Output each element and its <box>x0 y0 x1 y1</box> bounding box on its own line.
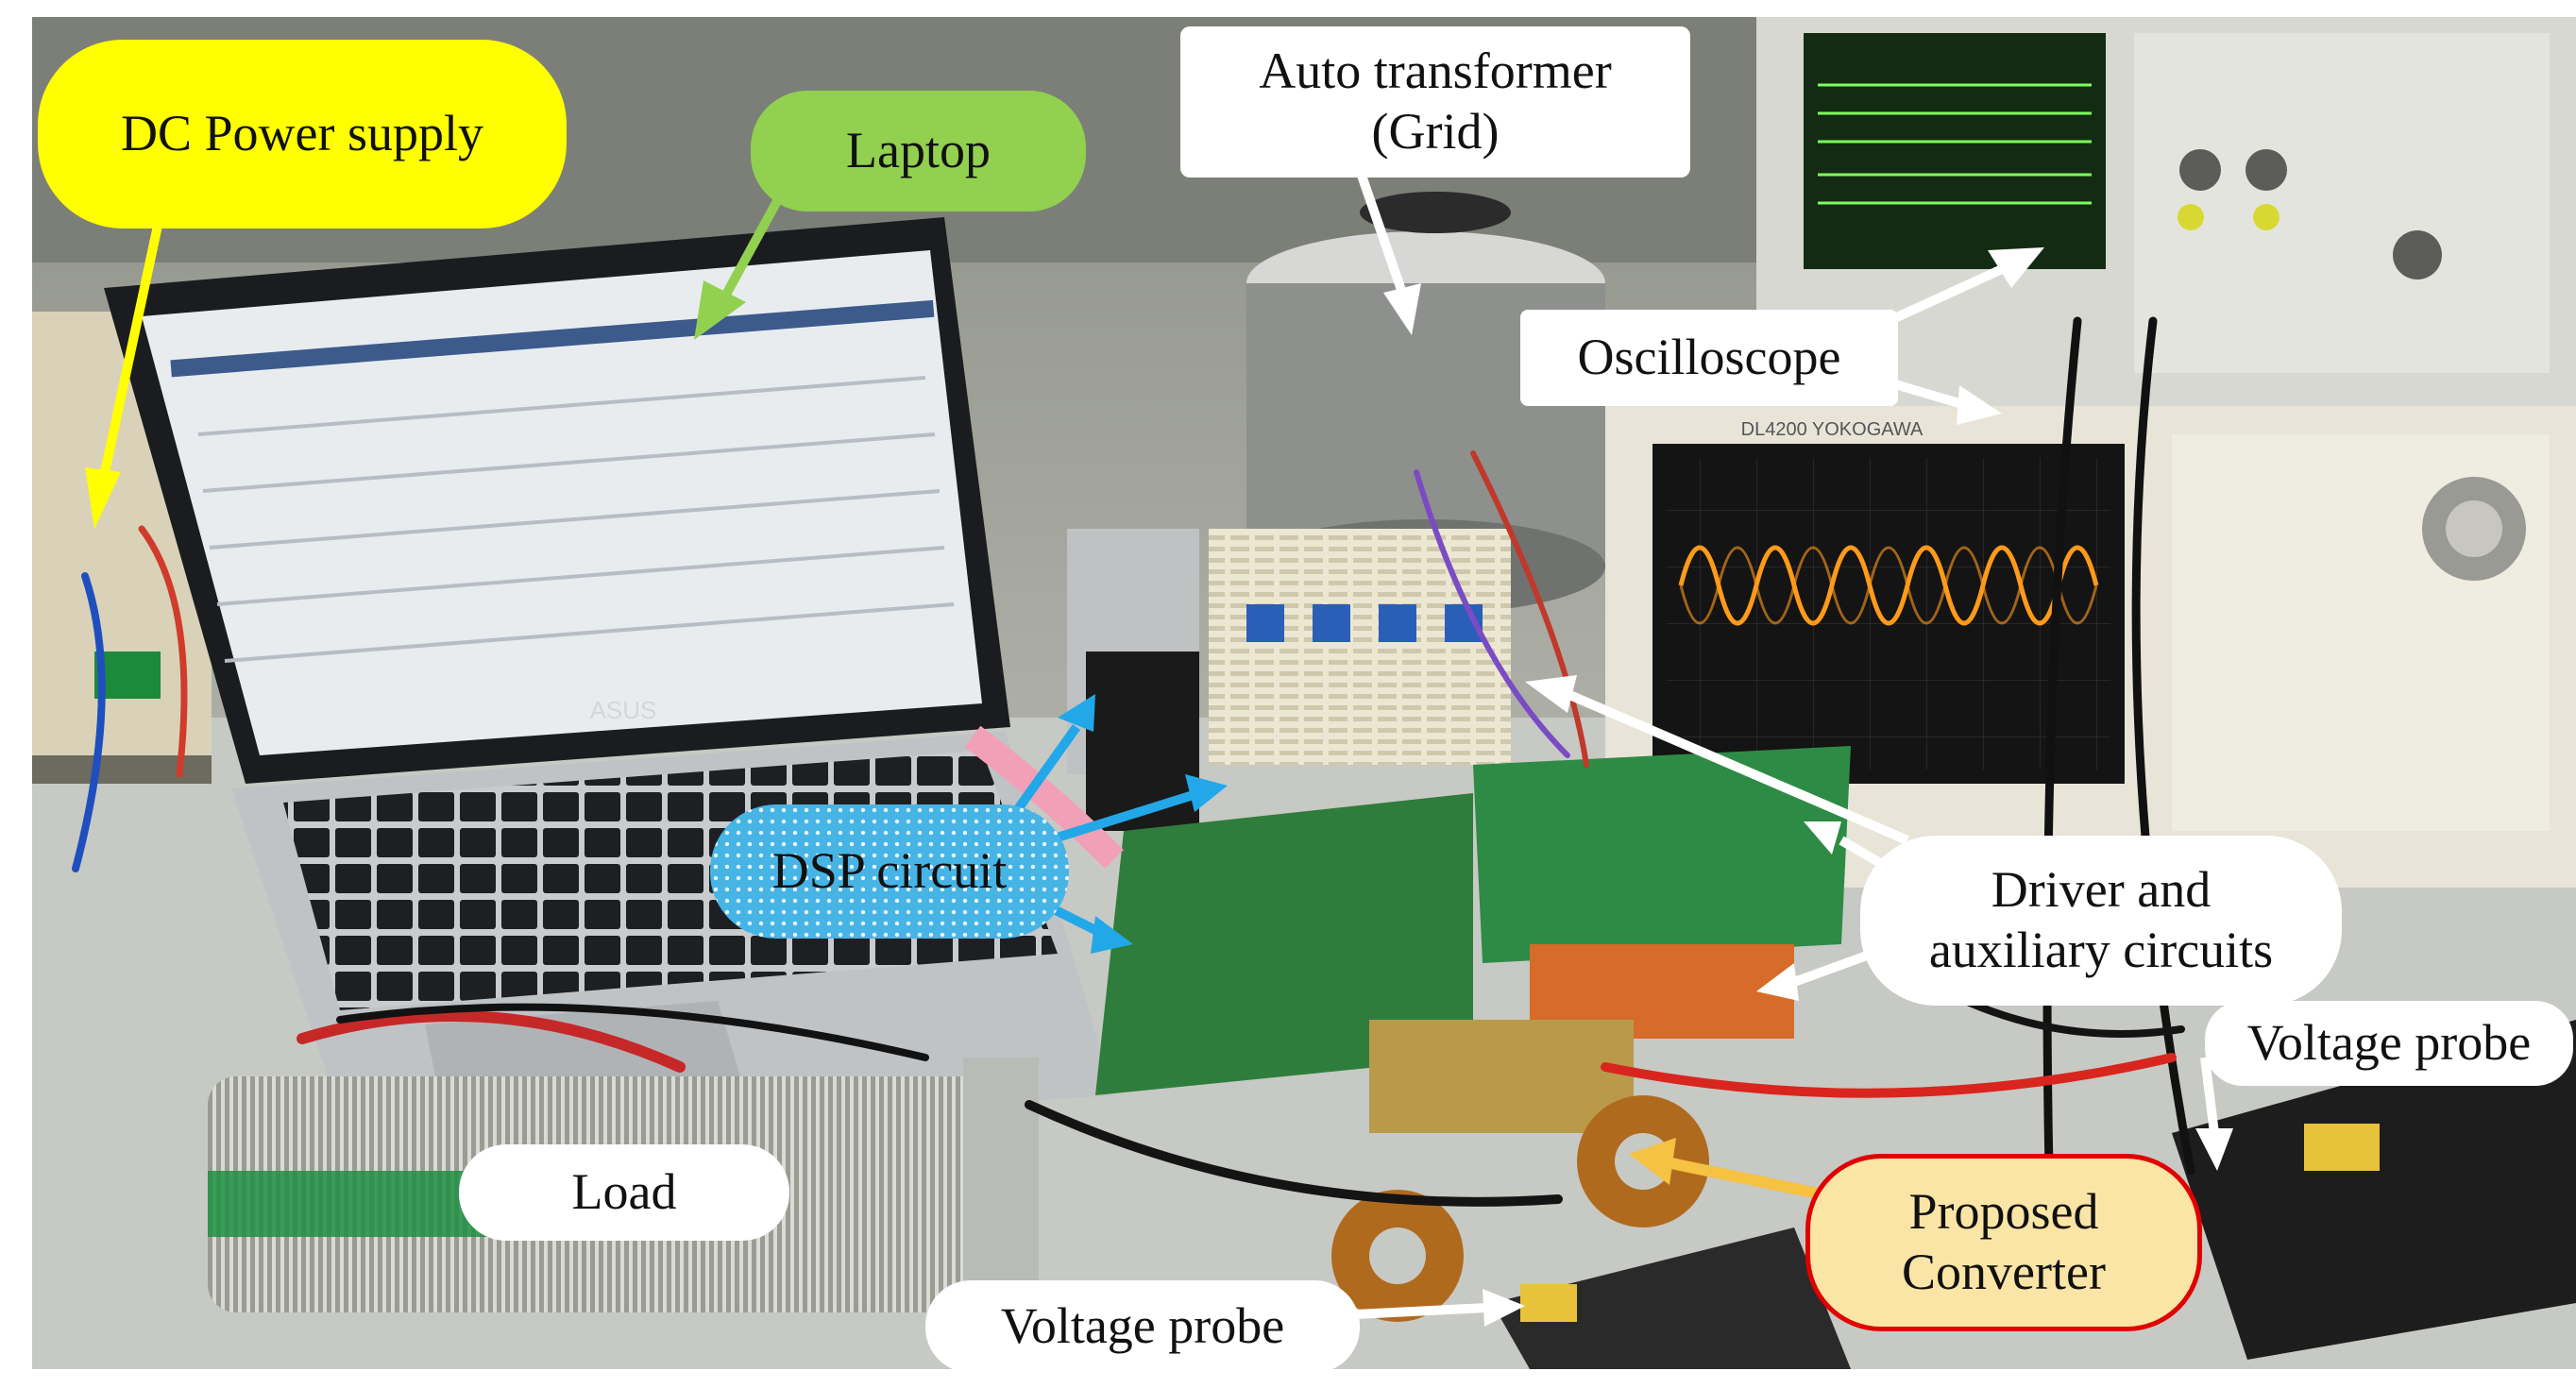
laptop-label: Laptop <box>751 91 1086 212</box>
laptop-brand-text: ASUS <box>567 691 680 729</box>
proposed-converter-label: Proposed Converter <box>1805 1154 2202 1331</box>
auto-transformer-label-line1: Auto transformer <box>1259 42 1612 100</box>
cables <box>72 316 2195 1207</box>
voltage-probe-right-label: Voltage probe <box>2205 1001 2573 1086</box>
driver-auxiliary-label: Driver and auxiliary circuits <box>1860 836 2342 1006</box>
dc-power-supply-label: DC Power supply <box>38 40 567 229</box>
proposed-converter-label-line2: Converter <box>1902 1244 2106 1300</box>
annotation-arrows <box>85 168 2233 1327</box>
auto-transformer-label-line2: (Grid) <box>1371 103 1500 160</box>
laptop-brand-text-span: ASUS <box>589 695 657 724</box>
oscilloscope-label-text: Oscilloscope <box>1577 329 1841 386</box>
voltage-probes <box>1492 1020 2576 1369</box>
dsp-box <box>1067 529 1199 831</box>
dsp-circuit-label: DSP circuit <box>710 804 1069 939</box>
ribbon-cable <box>964 725 1124 869</box>
scope-brand-text: DL4200 YOKOGAWA <box>1690 415 1974 446</box>
circuit-boards <box>1095 746 1851 1133</box>
scope-brand-text-span: DL4200 YOKOGAWA <box>1740 419 1924 441</box>
load-label-text: Load <box>571 1163 677 1221</box>
oscilloscope-label: Oscilloscope <box>1520 310 1898 406</box>
voltage-probe-right-label-text: Voltage probe <box>2246 1014 2532 1072</box>
proposed-converter-label-line1: Proposed <box>1908 1183 2099 1241</box>
driver-enclosure <box>1209 529 1511 765</box>
driver-auxiliary-label-line2: auxiliary circuits <box>1928 922 2274 978</box>
load-label: Load <box>459 1144 789 1241</box>
driver-auxiliary-label-line1: Driver and <box>1991 861 2212 919</box>
voltage-probe-bottom-label-text: Voltage probe <box>1000 1297 1285 1355</box>
laptop-label-text: Laptop <box>846 122 991 179</box>
dsp-circuit-label-text: DSP circuit <box>771 842 1008 900</box>
voltage-probe-bottom-label: Voltage probe <box>925 1280 1360 1373</box>
dc-power-supply-label-text: DC Power supply <box>120 105 483 162</box>
laptop <box>104 217 1114 1143</box>
auto-transformer-label: Auto transformer (Grid) <box>1180 26 1690 178</box>
